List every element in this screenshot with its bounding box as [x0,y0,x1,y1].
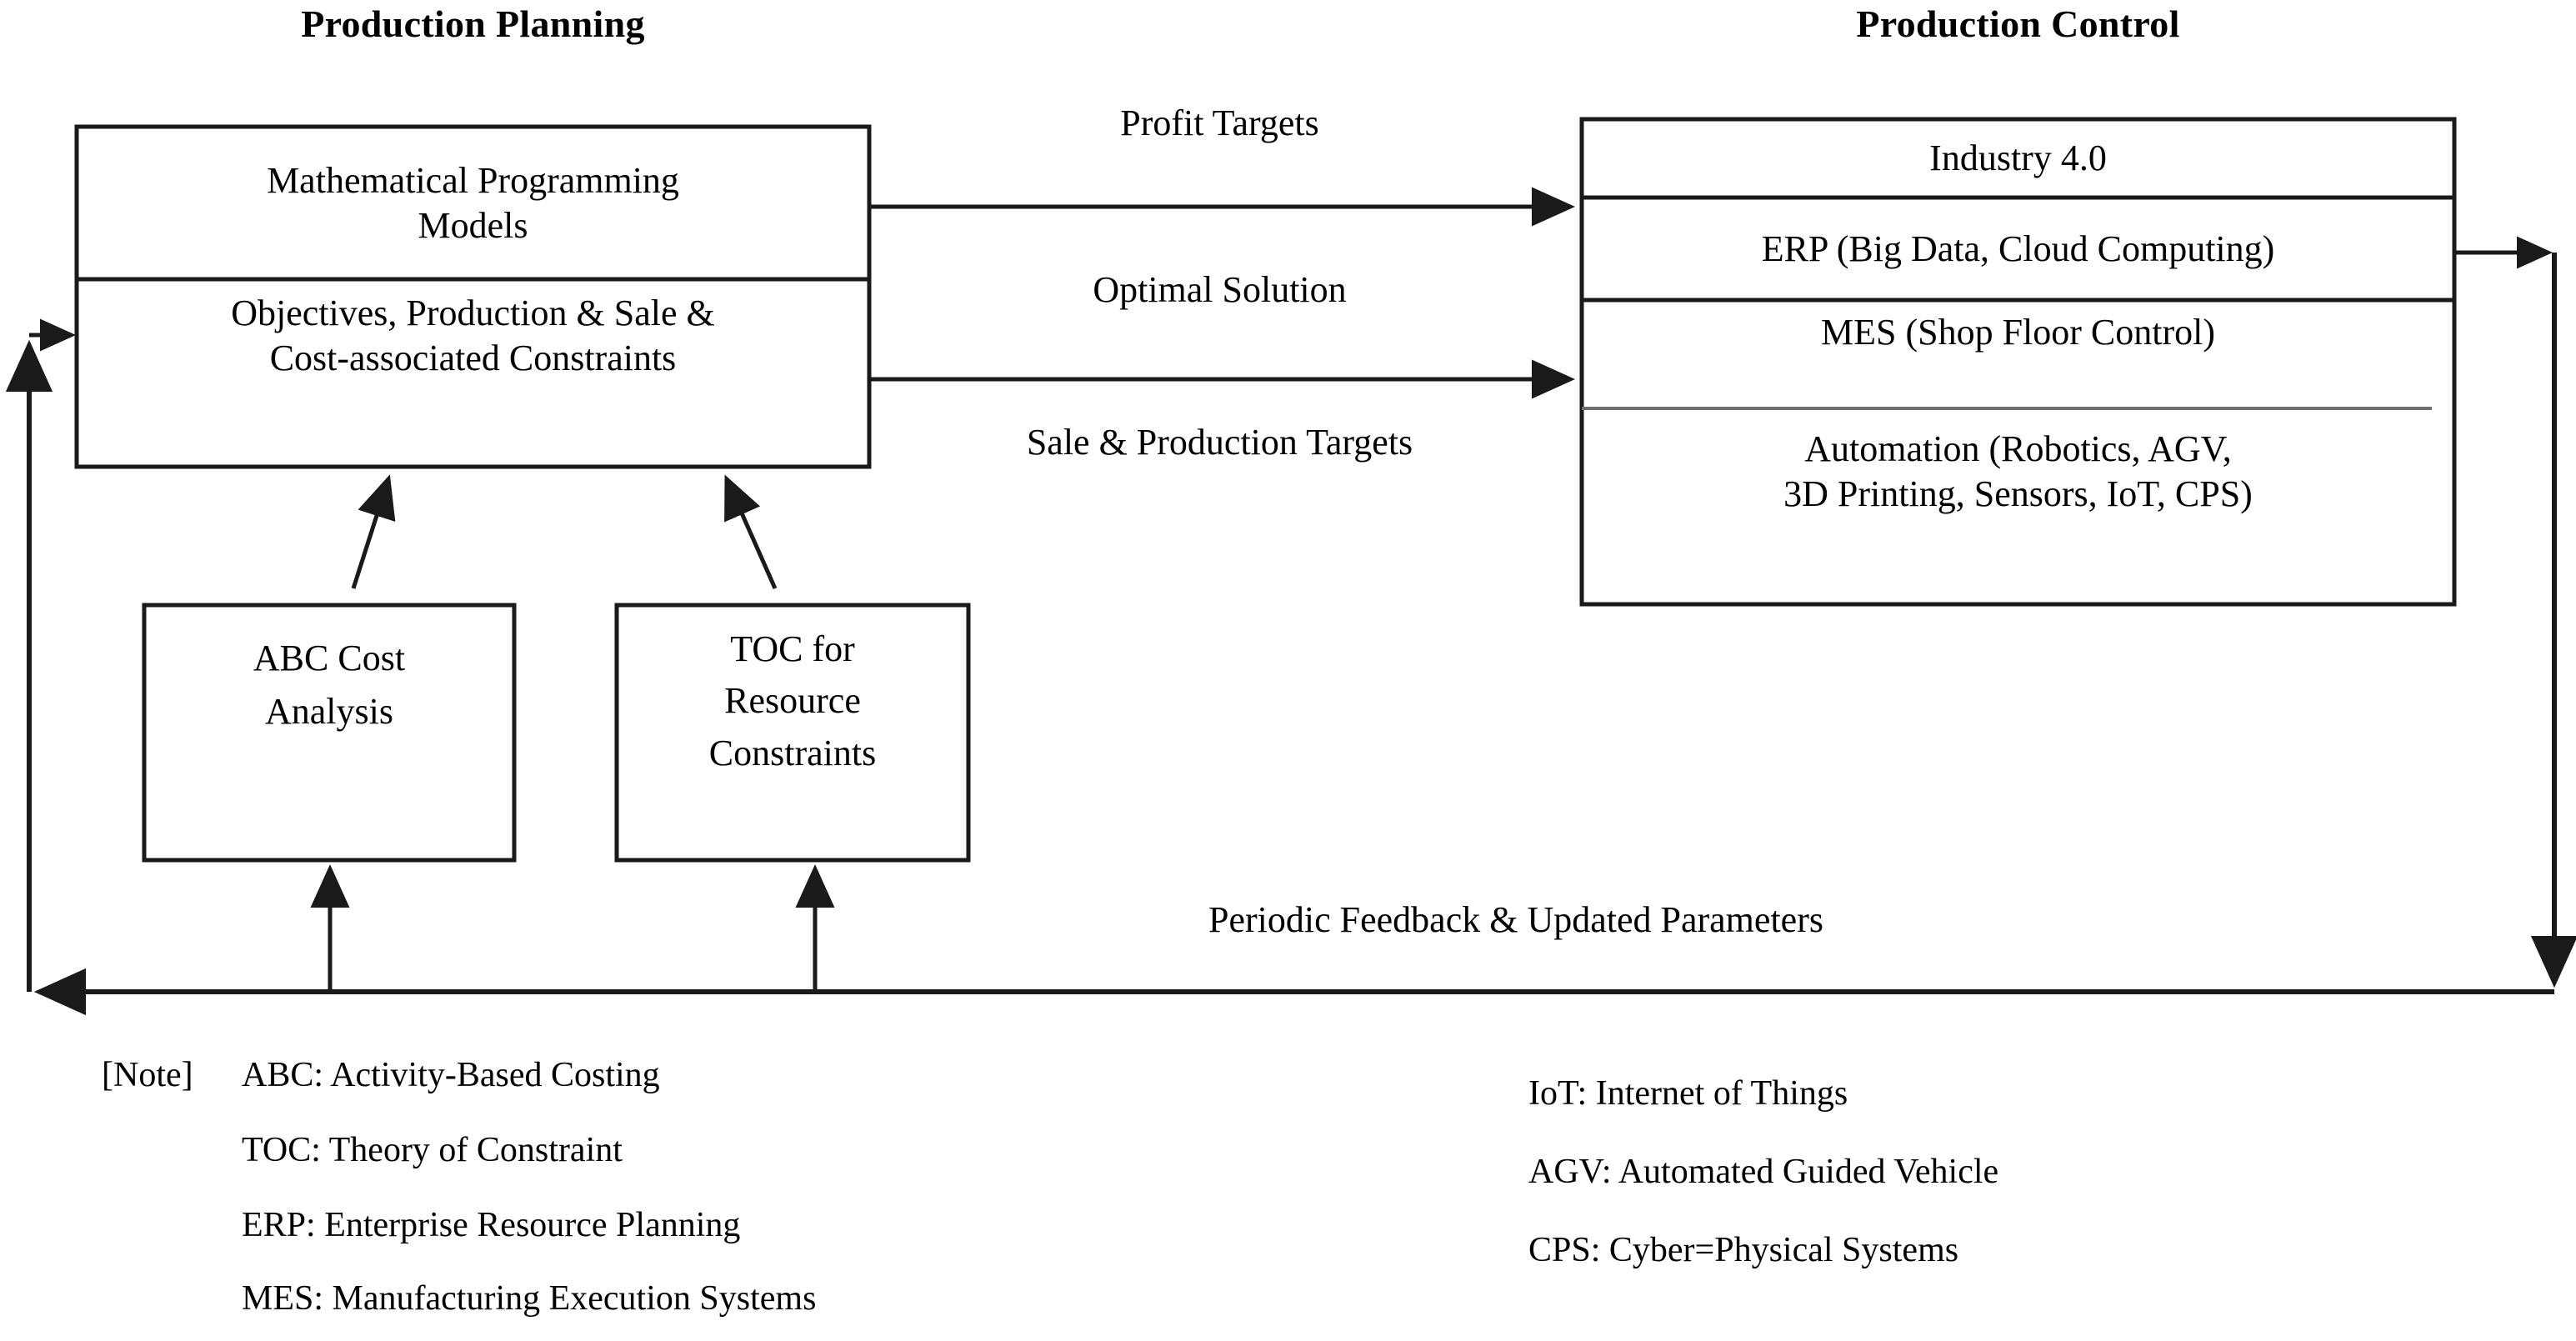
note-left-3-text: ERP: Enterprise Resource Planning [242,1206,741,1244]
planning-models-line-2: Models [418,204,528,246]
toc-line-2: Resource [724,680,861,722]
control-row-industry40[interactable]: Industry 4.0 [1582,119,2454,198]
label-sale-production-targets-text: Sale & Production Targets [1026,422,1413,463]
note-left-2: TOC: Theory of Constraint [242,1130,623,1170]
planning-models-cell[interactable]: Mathematical Programming Models [77,127,869,279]
note-prefix: [Note] [102,1055,193,1095]
abc-line-1: ABC Cost [253,638,406,678]
label-periodic-feedback: Periodic Feedback & Updated Parameters [1208,898,2333,941]
control-box-outline [1579,117,2457,607]
label-optimal-solution: Optimal Solution [869,268,1570,311]
toc-box-outline [614,603,971,863]
note-left-2-text: TOC: Theory of Constraint [242,1131,623,1169]
toc-line-3: Constraints [708,732,877,773]
note-right-1: IoT: Internet of Things [1528,1073,1848,1113]
header-left-text: Production Planning [301,3,645,45]
control-erp-text: ERP (Big Data, Cloud Computing) [1761,228,2275,269]
note-right-3: CPS: Cyber=Physical Systems [1528,1230,1958,1270]
abc-line-2: Analysis [265,690,393,732]
note-left-4: MES: Manufacturing Execution Systems [242,1278,816,1318]
abc-box[interactable]: ABC Cost Analysis [144,605,514,860]
control-automation-line-2: 3D Printing, Sensors, IoT, CPS) [1783,473,2253,514]
control-row-automation[interactable]: Automation (Robotics, AGV, 3D Printing, … [1582,408,2454,604]
toc-line-1: TOC for [730,628,855,669]
arrow-abc-to-planning [351,474,396,589]
label-periodic-feedback-text: Periodic Feedback & Updated Parameters [1208,899,1823,940]
note-left-1-text: ABC: Activity-Based Costing [242,1056,660,1094]
label-optimal-solution-text: Optimal Solution [1093,269,1347,310]
control-row-erp[interactable]: ERP (Big Data, Cloud Computing) [1582,198,2454,300]
label-profit-targets-text: Profit Targets [1120,103,1319,143]
header-production-planning: Production Planning [77,2,869,46]
note-left-4-text: MES: Manufacturing Execution Systems [242,1279,817,1318]
note-right-3-text: CPS: Cyber=Physical Systems [1528,1231,1959,1269]
control-automation-line-1: Automation (Robotics, AGV, [1804,428,2232,469]
note-left-3: ERP: Enterprise Resource Planning [242,1205,740,1245]
planning-constraints-line-2: Cost-associated Constraints [269,337,677,378]
note-prefix-text: [Note] [102,1056,193,1094]
note-left-1: ABC: Activity-Based Costing [242,1055,660,1095]
header-production-control: Production Control [1582,2,2454,46]
planning-models-line-1: Mathematical Programming [267,159,679,201]
abc-box-outline [142,603,517,863]
note-right-2-text: AGV: Automated Guided Vehicle [1528,1153,1999,1191]
planning-constraints-line-1: Objectives, Production & Sale & [231,293,715,333]
planning-constraints-cell[interactable]: Objectives, Production & Sale & Cost-ass… [77,279,869,467]
control-industry40-text: Industry 4.0 [1929,138,2107,179]
header-right-text: Production Control [1856,3,2180,45]
label-profit-targets: Profit Targets [869,102,1570,144]
toc-box[interactable]: TOC for Resource Constraints [617,605,968,860]
planning-box-outline [74,124,872,469]
control-mes-text: MES (Shop Floor Control) [1820,312,2216,353]
note-right-2: AGV: Automated Guided Vehicle [1528,1152,1998,1192]
control-row-mes[interactable]: MES (Shop Floor Control) [1582,300,2454,408]
note-right-1-text: IoT: Internet of Things [1528,1074,1848,1113]
label-sale-production-targets: Sale & Production Targets [869,421,1570,463]
arrow-toc-to-planning [724,474,778,590]
